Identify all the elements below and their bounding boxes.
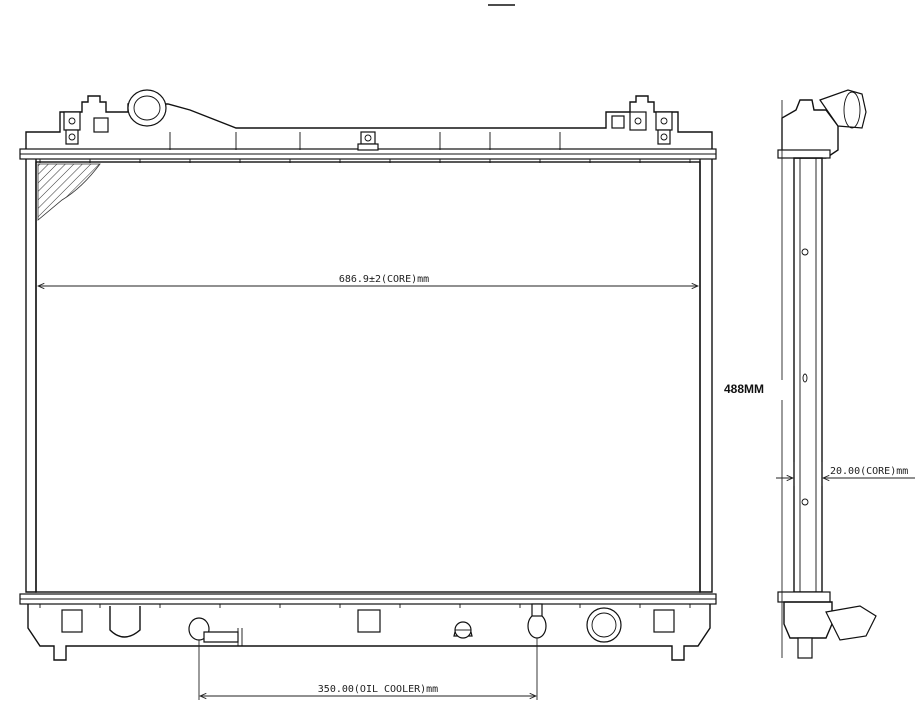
side-view: 488MM 20.00(CORE)mm <box>724 89 915 659</box>
oil-cooler-label: 350.00(OIL COOLER)mm <box>318 684 438 695</box>
side-mount-hole-top <box>801 248 809 256</box>
side-mount-hole-bottom <box>801 498 809 506</box>
core-thickness-dimension: 20.00(CORE)mm <box>776 462 915 486</box>
left-top-bracket <box>63 111 81 131</box>
left-side-tank <box>25 159 37 593</box>
height-label: 488MM <box>724 382 764 396</box>
core-thickness-label: 20.00(CORE)mm <box>830 466 908 477</box>
oil-cooler-fitting-right <box>527 613 547 639</box>
side-inlet-neck <box>819 89 867 129</box>
bottom-left-mount <box>61 609 83 633</box>
upper-inlet-neck <box>127 89 167 127</box>
core-fins-detail <box>37 163 101 221</box>
right-top-bracket <box>629 111 647 131</box>
height-dimension: 488MM <box>724 100 783 658</box>
bottom-pocket <box>109 606 141 638</box>
side-bottom-tank <box>783 601 833 639</box>
side-outlet-neck <box>825 605 877 641</box>
top-tank <box>19 89 717 163</box>
center-mount <box>360 131 376 145</box>
core-width-dimension: 686.9±2(CORE)mm <box>38 274 698 286</box>
bottom-center-mount <box>357 609 381 633</box>
right-side-tank <box>699 159 713 593</box>
front-view: 686.9±2(CORE)mm 350.00(OIL COOLER)mm <box>19 89 717 700</box>
radiator-core <box>35 161 701 593</box>
core-width-label: 686.9±2(CORE)mm <box>339 274 429 285</box>
side-core <box>793 157 823 593</box>
side-bottom-plate <box>777 591 831 603</box>
oil-cooler-dimension: 350.00(OIL COOLER)mm <box>198 638 538 700</box>
bottom-tank <box>19 593 717 661</box>
side-mount-slot <box>802 373 808 383</box>
bottom-right-mount <box>653 609 675 633</box>
side-top-plate <box>777 149 831 159</box>
tank-ribs <box>169 132 561 150</box>
side-bottom-pin <box>797 637 813 659</box>
